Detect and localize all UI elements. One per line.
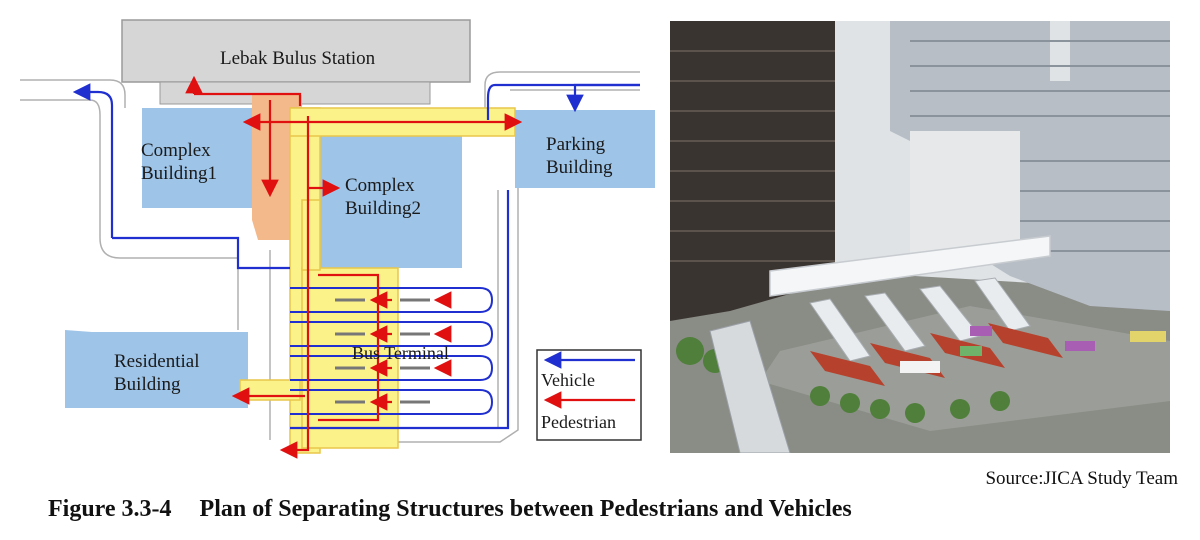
parking-building: [515, 110, 655, 188]
label-bus-terminal: Bus Terminal: [352, 343, 449, 363]
road-outlines: [20, 71, 640, 443]
legend-vehicle-label: Vehicle: [541, 370, 595, 390]
walkway-canopy: [769, 235, 1051, 297]
site-plan-diagram: [20, 19, 655, 459]
legend-pedestrian-label: Pedestrian: [541, 412, 616, 432]
label-parking-building: Parking Building: [546, 134, 613, 178]
bus-bays: [290, 287, 494, 415]
label-station: Lebak Bulus Station: [220, 48, 376, 69]
label-residential-building: Residential Building: [114, 351, 200, 395]
figure-caption: Figure 3.3-4 Plan of Separating Structure…: [48, 496, 852, 523]
label-complex-building-1: Complex Building1: [141, 140, 218, 184]
complex-building-2: [320, 128, 462, 268]
complex-building-1: [142, 108, 257, 208]
elevated-structure: [709, 320, 791, 453]
source-credit: Source:JICA Study Team: [985, 468, 1178, 489]
vehicle-routes: [72, 83, 640, 430]
figure-number: Figure 3.3-4: [48, 496, 172, 522]
pedestrian-routes: [185, 75, 523, 459]
rendered-perspective-image: [670, 21, 1170, 453]
figure-title: Plan of Separating Structures between Pe…: [199, 496, 852, 522]
bus-platforms: [335, 298, 430, 404]
residential-building: [65, 330, 248, 408]
legend-box: [536, 349, 642, 441]
label-complex-building-2: Complex Building2: [345, 175, 422, 219]
